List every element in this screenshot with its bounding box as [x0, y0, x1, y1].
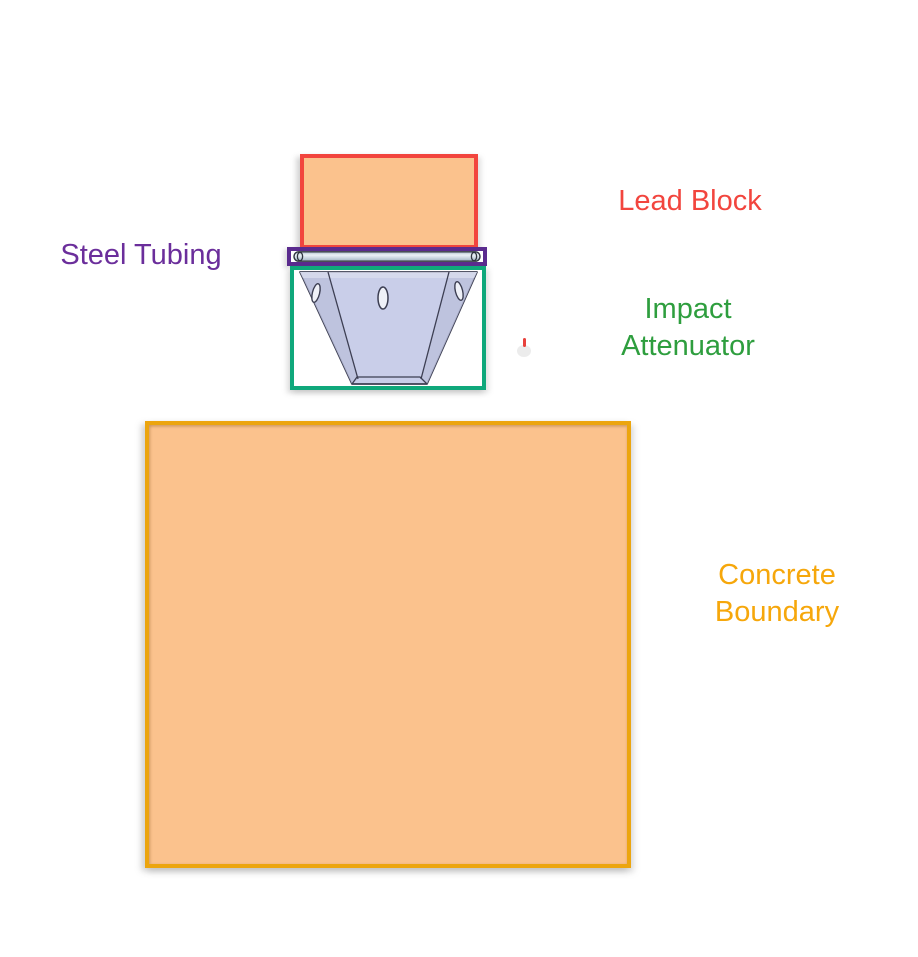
- stray-gray-dot: [517, 345, 531, 357]
- impact-attenuator-shape: [290, 266, 486, 390]
- impact-attenuator-label: Impact Attenuator: [588, 291, 788, 365]
- concrete-boundary-label-line1: Concrete: [718, 559, 836, 591]
- steel-tube-graphic: [293, 251, 481, 262]
- steel-tubing-shape: [287, 247, 487, 266]
- concrete-boundary-shape: [145, 421, 631, 868]
- attenuator-body-graphic: [299, 271, 478, 385]
- impact-attenuator-label-line2: Attenuator: [621, 330, 755, 362]
- steel-tubing-label: Steel Tubing: [60, 239, 222, 271]
- lead-block-label: Lead Block: [618, 185, 762, 217]
- lead-block-shape: [300, 154, 478, 249]
- impact-attenuator-label-line1: Impact: [644, 293, 732, 325]
- concrete-boundary-label: Concrete Boundary: [677, 557, 877, 631]
- stray-red-mark: [523, 338, 526, 347]
- concrete-boundary-label-line2: Boundary: [714, 596, 840, 628]
